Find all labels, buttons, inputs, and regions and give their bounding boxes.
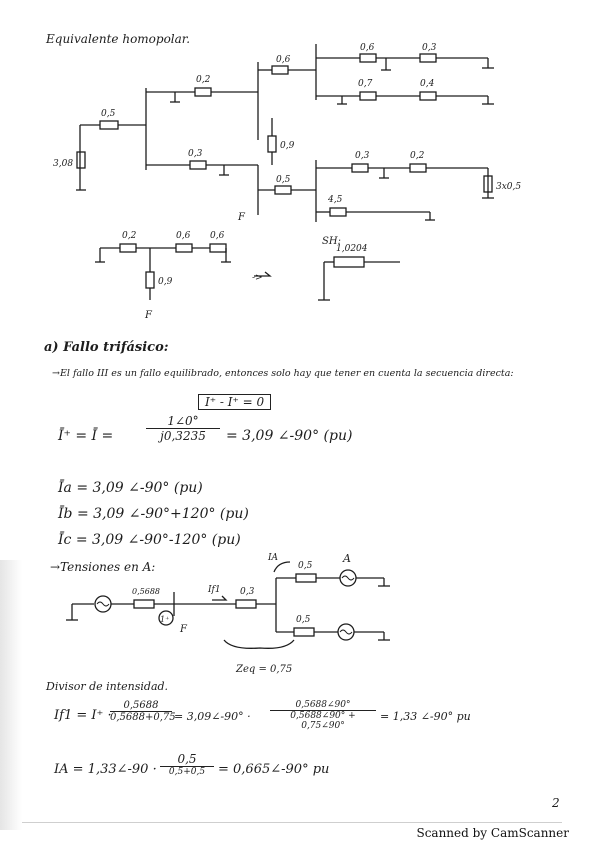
scan-edge	[22, 822, 562, 823]
eq-den: j0,3235	[160, 429, 206, 443]
ib-value: Īb = 3,09 ∠-90°+120° (pu)	[58, 506, 249, 522]
label-bot-zeq: Zeq = 0,75	[235, 664, 292, 675]
divisor-l2-den: 0,5+0,5	[168, 767, 206, 777]
label-r03b: 0,3	[422, 43, 437, 53]
label-r308: 3,08	[53, 159, 73, 169]
page-title: Equivalente homopolar.	[46, 32, 191, 46]
label-mid-r09: 0,9	[158, 277, 173, 287]
divisor-l1-num2: 0,5688∠90°	[270, 700, 376, 711]
divisor-l2-rhs: = 0,665∠-90° pu	[218, 762, 330, 777]
tensiones-heading: →Tensiones en A:	[50, 560, 156, 574]
eq-rhs: = 3,09 ∠-90° (pu)	[226, 428, 353, 444]
label-bot-if1: If1	[207, 585, 221, 595]
label-r06: 0,6	[276, 55, 291, 65]
divisor-l1-num: 0,5688	[110, 700, 172, 712]
divisor-l1-mid: = 3,09∠-90° ·	[174, 710, 251, 723]
label-r06b: 0,6	[360, 43, 375, 53]
divisor-l1-den2: 0,5688∠90° + 0,75∠90°	[290, 711, 356, 731]
label-r05b: 0,5	[276, 175, 291, 185]
divisor-l1-den: 0,5688+0,75	[110, 712, 176, 723]
label-mid-r06b: 0,6	[210, 231, 225, 241]
eq-num: 1∠0°	[146, 414, 220, 429]
label-r45: 4,5	[327, 195, 343, 205]
label-sh-value: 1,0204	[336, 244, 368, 254]
label-bot-r05b: 0,5	[296, 615, 311, 625]
section-a-line1: →El fallo III es un fallo equilibrado, e…	[52, 368, 514, 379]
label-mid-r06: 0,6	[176, 231, 191, 241]
label-bot-one-plus: 1⁺	[160, 615, 169, 624]
section-a-boxed-eq: I⁺ - I⁺ = 0	[198, 394, 272, 410]
ia-value: Īa = 3,09 ∠-90° (pu)	[58, 480, 203, 496]
section-a-heading: a) Fallo trifásico:	[44, 340, 169, 355]
scanner-watermark: Scanned by CamScanner	[416, 826, 569, 840]
ic-value: Īc = 3,09 ∠-90°-120° (pu)	[58, 532, 241, 548]
label-bot-r05a: 0,5	[298, 561, 313, 571]
label-arrow: ->	[252, 273, 263, 283]
divisor-l2-lhs: IA = 1,33∠-90 ·	[54, 762, 157, 777]
label-r02b: 0,2	[410, 151, 425, 161]
label-r09: 0,9	[280, 141, 295, 151]
label-r3x05: 3x0,5	[496, 182, 521, 192]
label-r02: 0,2	[196, 75, 211, 85]
divisor-l1-lhs: If1 = I⁺ ·	[54, 708, 112, 723]
label-bot-a: A	[342, 552, 351, 565]
divisor-l1-rhs: = 1,33 ∠-90° pu	[380, 710, 471, 723]
page-number: 2	[552, 796, 560, 810]
label-mid-r02: 0,2	[122, 231, 137, 241]
label-r03c: 0,3	[355, 151, 370, 161]
label-bot-fault: F	[179, 624, 188, 635]
scan-shadow	[0, 560, 22, 830]
divisor-l2-num: 0,5	[160, 752, 214, 767]
label-r05: 0,5	[101, 109, 116, 119]
label-sh: SH:	[322, 236, 341, 247]
eq-lhs: Ī⁺ = Ī =	[58, 428, 114, 444]
label-r07: 0,7	[358, 79, 373, 89]
label-r03a: 0,3	[188, 149, 203, 159]
label-fault-top: F	[237, 212, 246, 223]
label-r04: 0,4	[420, 79, 435, 89]
label-fault-mid: F	[144, 310, 153, 321]
eq-fraction: 1∠0° j0,3235	[146, 414, 220, 443]
divisor-l1-frac2: 0,5688∠90° 0,5688∠90° + 0,75∠90°	[270, 700, 376, 731]
divisor-l1-frac1: 0,5688 0,5688+0,75	[110, 700, 176, 723]
divisor-heading: Divisor de intensidad.	[46, 680, 169, 693]
label-bot-ia: IA	[267, 553, 279, 563]
divisor-l2-frac: 0,5 0,5+0,5	[160, 752, 214, 777]
label-bot-r05688: 0,5688	[132, 587, 160, 596]
label-bot-r03: 0,3	[240, 587, 255, 597]
